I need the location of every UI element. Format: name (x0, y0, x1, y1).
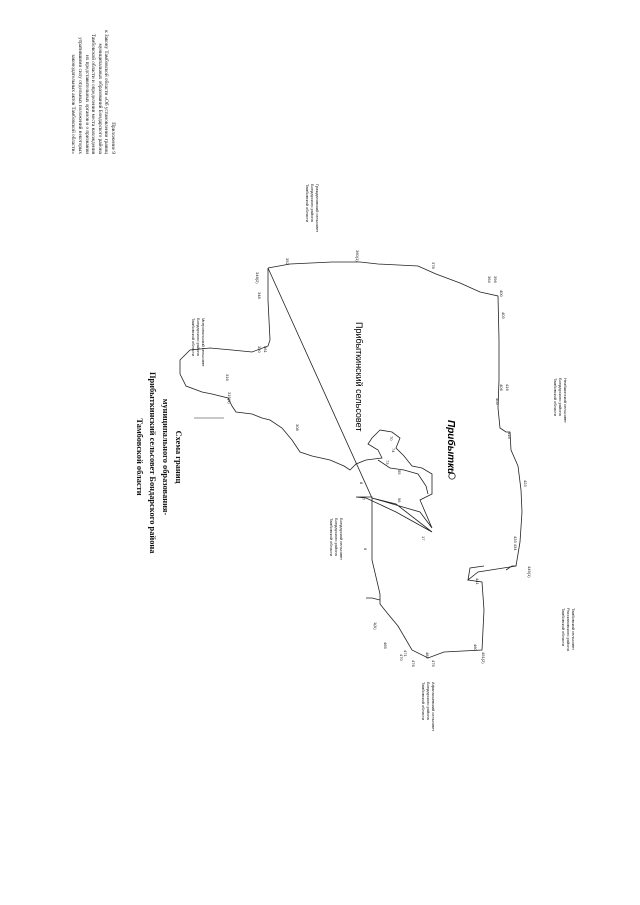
point-label: 74 (391, 448, 396, 453)
boundary-branch (505, 565, 516, 571)
point-label: 423 (523, 480, 528, 487)
point-label: 1(A) (373, 622, 378, 630)
point-label: 416 (505, 384, 510, 391)
point-label: 70 (389, 436, 394, 441)
point-label: 396 (493, 276, 498, 283)
point-label: 433 434 (513, 536, 518, 551)
municipality-boundary (179, 261, 523, 659)
point-label: 403 (501, 312, 506, 319)
point-label: 352 (285, 258, 290, 265)
point-label: 451(2) (481, 652, 486, 664)
point-label: 406 (499, 384, 504, 391)
settlement-marker (448, 468, 456, 480)
point-label: 55 (397, 470, 402, 475)
point-label: 8 (359, 482, 364, 485)
point-label: 7 (361, 498, 366, 501)
point-label: 419 (507, 432, 512, 439)
boundary-branch (467, 565, 485, 581)
point-labels: 346(2) 352 348 361 320 316 319(1) 308 36… (225, 250, 532, 667)
point-label: 360(1) (355, 250, 360, 262)
point-label: 449(1) (527, 566, 532, 578)
point-label: 348 (257, 292, 262, 299)
point-label: 465 (383, 642, 388, 649)
territory-label: Прибыткинский сельсовет (354, 322, 364, 431)
boundary-branch (366, 597, 381, 601)
point-label: 476 (411, 660, 416, 667)
point-label: 346(2) (255, 272, 260, 284)
point-label: 316 (225, 374, 230, 381)
point-label: 405 (495, 398, 500, 405)
point-label: 471 (403, 650, 408, 657)
point-label: 17 (421, 536, 426, 541)
territory-name: Прибыткинский сельсовет (354, 322, 364, 431)
point-label: 400 (499, 290, 504, 297)
point-label: 6 (363, 548, 368, 551)
point-label: 460 (473, 644, 478, 651)
point-label: 441 (475, 578, 480, 585)
point-label: 361 (263, 346, 268, 353)
point-label: 475 (431, 660, 436, 667)
point-label: 470 (399, 654, 404, 661)
point-label: 308 (295, 424, 300, 431)
point-label: 73 (385, 460, 390, 465)
point-label: 378 (431, 262, 436, 269)
point-label: 482 (425, 652, 430, 659)
point-label: 320 (257, 346, 262, 353)
point-label: 56 (397, 498, 402, 503)
settlement-label: Прибытки (445, 420, 457, 474)
point-label: 319(1) (227, 392, 232, 404)
point-label: 364 (487, 276, 492, 283)
